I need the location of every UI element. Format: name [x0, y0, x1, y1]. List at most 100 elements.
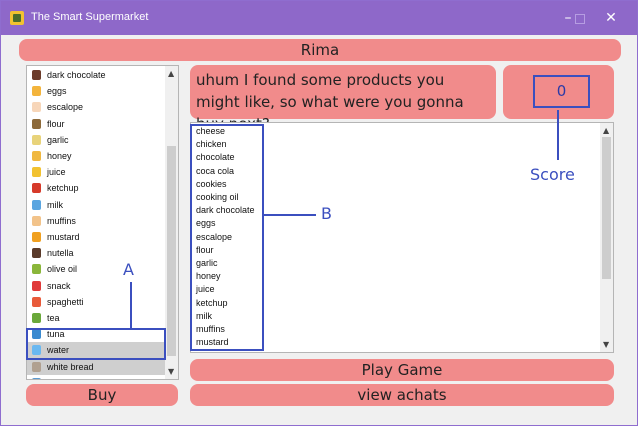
scroll-thumb[interactable] — [602, 137, 611, 279]
title-bar: The Smart Supermarket – ✕ — [1, 1, 637, 35]
product-item[interactable]: white bread — [27, 358, 165, 375]
scroll-down-icon[interactable]: ▼ — [168, 367, 175, 376]
milk-icon — [32, 199, 41, 210]
maximize-button[interactable] — [575, 14, 585, 24]
product-label: milk — [47, 199, 63, 210]
product-label: water — [47, 345, 70, 356]
product-item[interactable]: olive oil — [27, 261, 165, 277]
product-label: yogurt — [47, 375, 72, 379]
minimize-button[interactable]: – — [564, 10, 572, 26]
honey-icon — [32, 151, 41, 161]
scroll-up-icon[interactable]: ▲ — [603, 126, 610, 135]
product-list-scrollbar[interactable]: ▲ ▼ — [165, 66, 178, 379]
product-label: ketchup — [47, 183, 79, 194]
product-item[interactable]: garlic — [27, 132, 165, 148]
product-item[interactable]: nutella — [27, 245, 165, 261]
product-item[interactable]: dark chocolate — [27, 67, 165, 83]
product-item[interactable]: milk — [27, 197, 165, 213]
chocolate-icon — [32, 70, 41, 80]
product-label: tuna — [47, 329, 65, 340]
score-label: Score — [530, 165, 575, 184]
score-value: 0 — [533, 75, 590, 108]
annotation-label-b: B — [321, 204, 332, 223]
product-item[interactable]: escalope — [27, 99, 165, 115]
product-label: olive oil — [47, 264, 78, 275]
annotation-box-a — [26, 328, 166, 360]
product-label: snack — [47, 280, 71, 291]
user-name-bar: Rima — [19, 39, 621, 61]
purchase-item[interactable]: cheese — [196, 126, 226, 136]
purchase-item[interactable]: milk — [196, 310, 212, 321]
purchase-item[interactable]: flour — [196, 244, 214, 255]
purchase-item[interactable]: eggs — [196, 218, 216, 229]
purchase-item[interactable]: honey — [196, 271, 221, 282]
nutella-icon — [32, 248, 41, 259]
flour-icon — [32, 118, 41, 129]
product-item[interactable]: yogurt — [27, 375, 165, 379]
product-item[interactable]: flour — [27, 116, 165, 132]
olive-oil-icon — [32, 264, 41, 275]
muffins-icon — [32, 215, 41, 226]
scroll-up-icon[interactable]: ▲ — [168, 69, 175, 78]
view-achats-button[interactable]: view achats — [190, 384, 614, 406]
product-item[interactable]: spaghetti — [27, 294, 165, 310]
purchase-item[interactable]: coca cola — [196, 165, 235, 176]
product-label: eggs — [47, 86, 67, 97]
assistant-message: uhum I found some products you might lik… — [190, 65, 496, 133]
purchase-list-scrollbar[interactable]: ▲ ▼ — [600, 123, 613, 352]
ketchup-icon — [32, 183, 41, 194]
purchase-item[interactable]: cookies — [196, 178, 227, 189]
product-item[interactable]: tea — [27, 310, 165, 326]
water-icon — [32, 345, 41, 356]
product-item[interactable]: water — [27, 342, 165, 359]
purchase-item[interactable]: dark chocolate — [196, 205, 255, 216]
buy-button[interactable]: Buy — [26, 384, 178, 406]
product-item[interactable]: eggs — [27, 83, 165, 99]
play-game-button[interactable]: Play Game — [190, 359, 614, 381]
close-button[interactable]: ✕ — [605, 10, 617, 26]
product-item[interactable]: honey — [27, 148, 165, 164]
bread-icon — [32, 361, 41, 372]
purchase-item[interactable]: garlic — [196, 258, 218, 268]
annotation-label-a: A — [123, 260, 134, 279]
mustard-icon — [32, 232, 41, 242]
product-label: tea — [47, 313, 60, 323]
annotation-line-b — [264, 214, 316, 216]
spaghetti-icon — [32, 296, 41, 307]
product-label: honey — [47, 151, 72, 161]
product-label: garlic — [47, 134, 69, 145]
purchase-item[interactable]: escalope — [196, 231, 233, 242]
purchase-item[interactable]: muffins — [196, 324, 225, 334]
product-label: nutella — [47, 248, 74, 259]
product-label: muffins — [47, 215, 76, 226]
garlic-icon — [32, 134, 41, 145]
window-title: The Smart Supermarket — [31, 11, 149, 23]
product-item[interactable]: juice — [27, 164, 165, 180]
yogurt-icon — [32, 377, 41, 379]
product-item[interactable]: mustard — [27, 229, 165, 245]
product-label: mustard — [47, 232, 80, 242]
product-item[interactable]: muffins — [27, 213, 165, 229]
purchase-item[interactable]: juice — [196, 284, 215, 295]
product-label: white bread — [47, 361, 94, 372]
purchase-item[interactable]: ketchup — [196, 297, 228, 308]
product-item[interactable]: snack — [27, 278, 165, 294]
product-label: dark chocolate — [47, 70, 106, 80]
annotation-line-score — [557, 110, 559, 160]
purchase-list[interactable]: mustard muffins milk ketchup juice honey garli… — [190, 122, 614, 353]
purchase-item[interactable]: mustard — [196, 337, 229, 348]
purchase-item[interactable]: chocolate — [196, 152, 235, 163]
product-label: flour — [47, 118, 65, 129]
scroll-down-icon[interactable]: ▼ — [603, 340, 610, 349]
purchase-item[interactable]: cooking oil — [196, 192, 239, 202]
product-label: juice — [47, 167, 66, 178]
juice-icon — [32, 167, 41, 178]
escalope-icon — [32, 102, 41, 113]
product-item[interactable]: tuna — [27, 326, 165, 342]
scroll-thumb[interactable] — [167, 146, 176, 356]
product-list[interactable]: yogurt white bread water tuna tea spaghetti sn… — [26, 65, 179, 380]
tea-icon — [32, 313, 41, 323]
purchase-item[interactable]: chicken — [196, 139, 227, 150]
product-item[interactable]: ketchup — [27, 180, 165, 196]
product-label: spaghetti — [47, 296, 84, 307]
